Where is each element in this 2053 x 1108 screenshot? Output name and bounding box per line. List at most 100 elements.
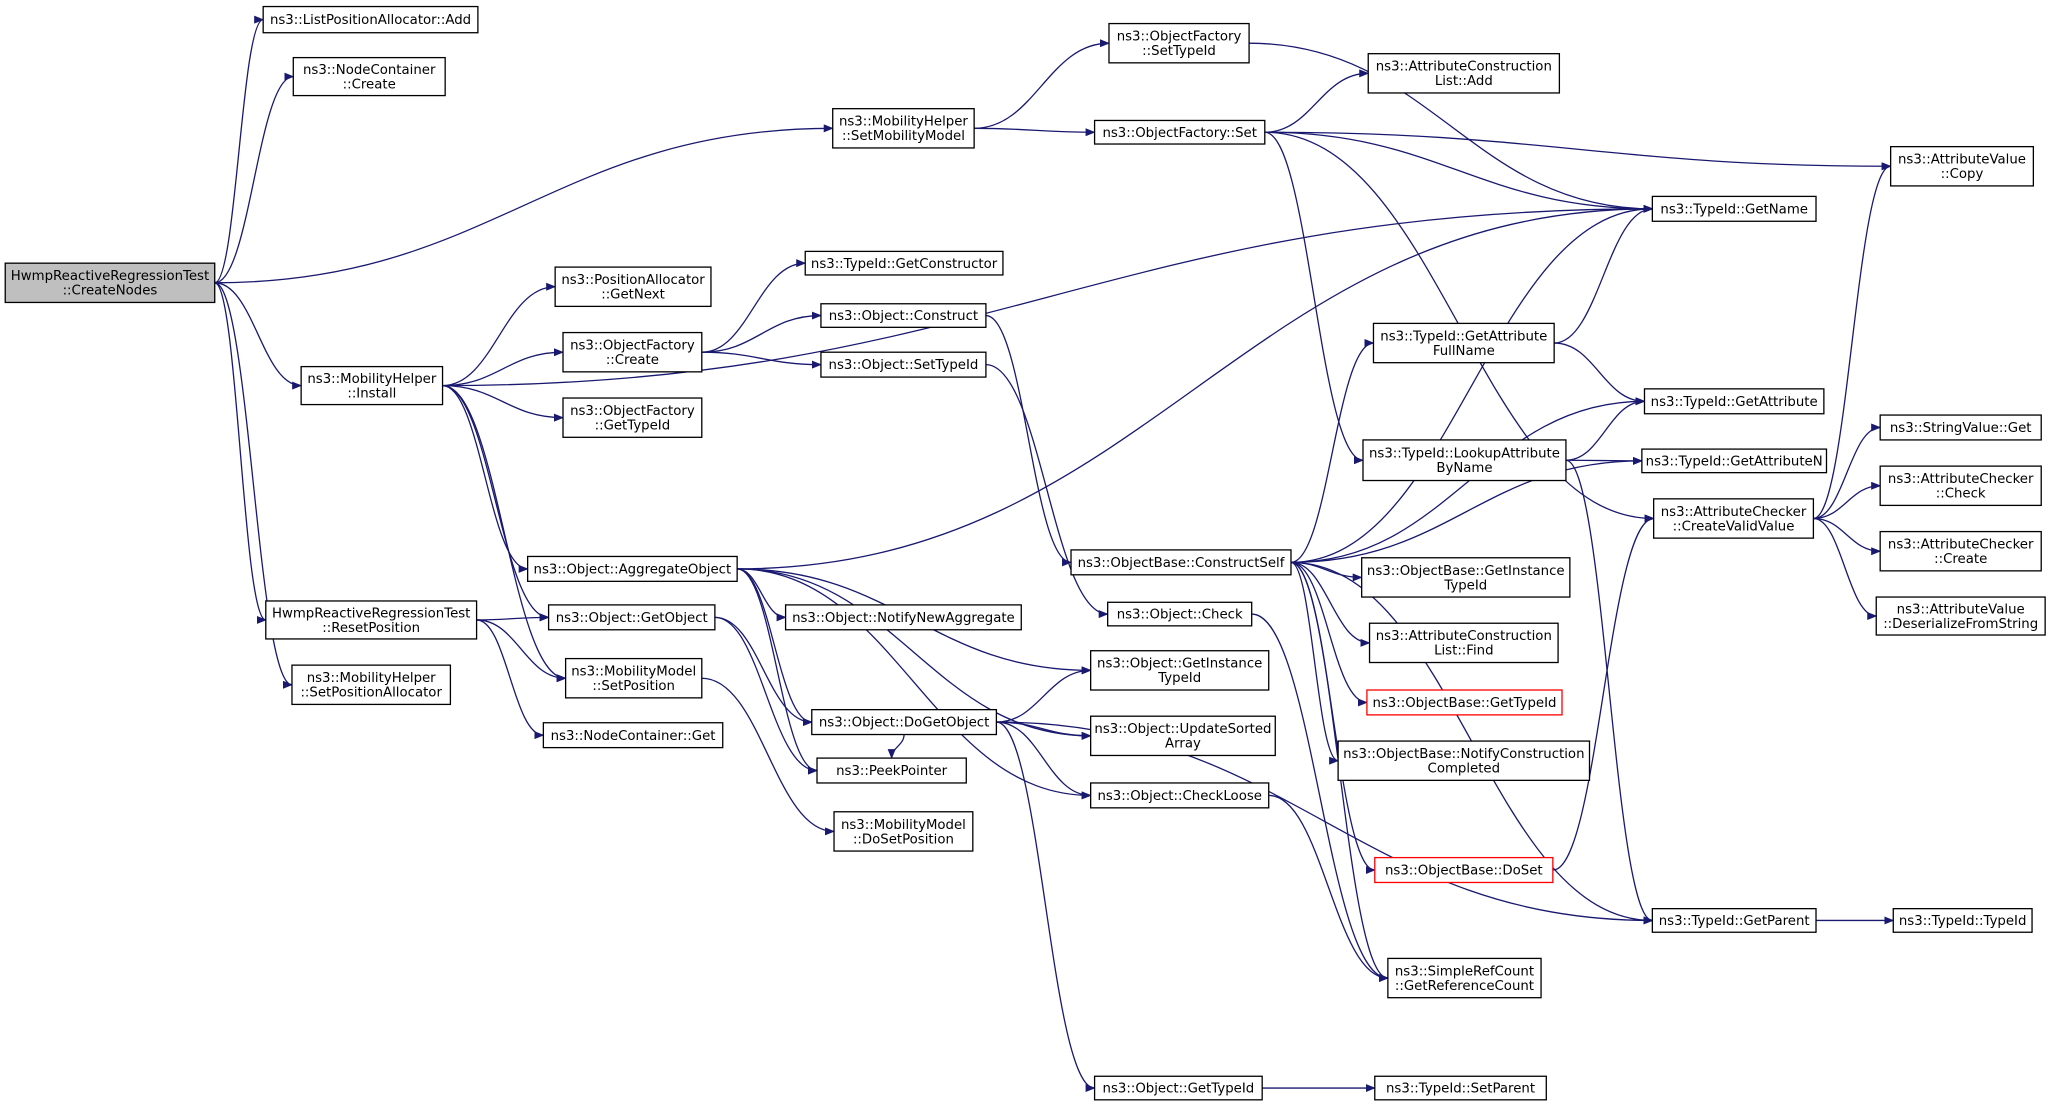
node-tid_typeid[interactable]: ns3::TypeId::TypeId xyxy=(1892,908,2033,933)
node-box[interactable] xyxy=(1879,530,2042,572)
node-box[interactable] xyxy=(1366,689,1563,716)
node-av_deser[interactable]: ns3::AttributeValue::DeserializeFromStri… xyxy=(1875,596,2046,636)
node-tid_getattrn[interactable]: ns3::TypeId::GetAttributeN xyxy=(1641,448,1828,474)
node-sv_get[interactable]: ns3::StringValue::Get xyxy=(1879,414,2042,441)
node-box[interactable] xyxy=(1374,1075,1547,1101)
node-nc_create[interactable]: ns3::NodeContainer::Create xyxy=(292,56,446,97)
node-box[interactable] xyxy=(1374,856,1554,884)
node-tid_getattr[interactable]: ns3::TypeId::GetAttribute xyxy=(1643,388,1825,415)
node-box[interactable] xyxy=(291,664,452,706)
node-box[interactable] xyxy=(1070,549,1292,576)
node-obj_notifyagg[interactable]: ns3::Object::NotifyNewAggregate xyxy=(784,604,1022,631)
node-av_copy[interactable]: ns3::AttributeValue::Copy xyxy=(1889,145,2035,187)
node-tid_getctor[interactable]: ns3::TypeId::GetConstructor xyxy=(804,250,1004,276)
node-box[interactable] xyxy=(1361,557,1571,598)
node-box[interactable] xyxy=(1372,322,1555,364)
node-box[interactable] xyxy=(1362,439,1567,482)
node-src_getrefcount[interactable]: ns3::SimpleRefCount::GetReferenceCount xyxy=(1387,957,1542,999)
node-box[interactable] xyxy=(816,757,967,784)
node-ac_check[interactable]: ns3::AttributeChecker::Check xyxy=(1879,465,2042,507)
node-hrrt_reset[interactable]: HwmpReactiveRegressionTest::ResetPositio… xyxy=(265,600,478,640)
node-ac_cvv[interactable]: ns3::AttributeChecker::CreateValidValue xyxy=(1653,498,1815,539)
node-tid_setparent[interactable]: ns3::TypeId::SetParent xyxy=(1374,1075,1547,1101)
node-obj_gettypeid[interactable]: ns3::Object::GetTypeId xyxy=(1093,1075,1263,1101)
node-ob_doset[interactable]: ns3::ObjectBase::DoSet xyxy=(1374,856,1554,884)
node-box[interactable] xyxy=(832,108,975,149)
node-box[interactable] xyxy=(1651,195,1817,222)
node-box[interactable] xyxy=(1641,448,1828,474)
node-box[interactable] xyxy=(4,262,216,304)
node-box[interactable] xyxy=(1090,782,1270,809)
node-box[interactable] xyxy=(1879,465,2042,507)
node-box[interactable] xyxy=(1892,908,2033,933)
node-mm_dosetpos[interactable]: ns3::MobilityModel::DoSetPosition xyxy=(833,811,974,852)
node-box[interactable] xyxy=(1653,498,1815,539)
node-mh_setmob[interactable]: ns3::MobilityHelper::SetMobilityModel xyxy=(832,108,975,149)
node-box[interactable] xyxy=(527,555,738,582)
node-box[interactable] xyxy=(811,708,998,736)
node-box[interactable] xyxy=(265,600,478,640)
node-of_set[interactable]: ns3::ObjectFactory::Set xyxy=(1093,119,1266,145)
node-box[interactable] xyxy=(542,722,724,749)
node-obj_construct[interactable]: ns3::Object::Construct xyxy=(820,303,987,328)
node-obj_check[interactable]: ns3::Object::Check xyxy=(1107,601,1253,627)
node-box[interactable] xyxy=(1889,145,2035,187)
node-box[interactable] xyxy=(1879,414,2042,441)
node-box[interactable] xyxy=(300,365,444,406)
node-box[interactable] xyxy=(262,5,479,34)
node-box[interactable] xyxy=(1108,22,1250,64)
node-ob_gettypeid[interactable]: ns3::ObjectBase::GetTypeId xyxy=(1366,689,1563,716)
node-obj_aggregate[interactable]: ns3::Object::AggregateObject xyxy=(527,555,738,582)
node-box[interactable] xyxy=(1107,601,1253,627)
node-box[interactable] xyxy=(1367,53,1561,94)
node-box[interactable] xyxy=(1651,908,1817,933)
node-of_gettypeid[interactable]: ns3::ObjectFactory::GetTypeId xyxy=(562,397,703,438)
node-obj_getobject[interactable]: ns3::Object::GetObject xyxy=(547,604,716,631)
node-tid_getname[interactable]: ns3::TypeId::GetName xyxy=(1651,195,1817,222)
node-box[interactable] xyxy=(784,604,1022,631)
node-obj_settypeid[interactable]: ns3::Object::SetTypeId xyxy=(820,351,987,378)
node-box[interactable] xyxy=(564,657,703,699)
node-box[interactable] xyxy=(1368,622,1559,664)
node-box[interactable] xyxy=(804,250,1004,276)
node-box[interactable] xyxy=(1090,715,1276,757)
node-peekpointer[interactable]: ns3::PeekPointer xyxy=(816,757,967,784)
node-obj_dogetobject[interactable]: ns3::Object::DoGetObject xyxy=(811,708,998,736)
node-box[interactable] xyxy=(1387,957,1542,999)
node-box[interactable] xyxy=(820,303,987,328)
node-obj_checkloose[interactable]: ns3::Object::CheckLoose xyxy=(1090,782,1270,809)
node-box[interactable] xyxy=(1090,650,1270,691)
node-box[interactable] xyxy=(1337,740,1591,781)
node-mh_setpa[interactable]: ns3::MobilityHelper::SetPositionAllocato… xyxy=(291,664,452,706)
node-box[interactable] xyxy=(1093,119,1266,145)
node-box[interactable] xyxy=(1093,1075,1263,1101)
node-tid_getparent[interactable]: ns3::TypeId::GetParent xyxy=(1651,908,1817,933)
node-mh_install[interactable]: ns3::MobilityHelper::Install xyxy=(300,365,444,406)
node-box[interactable] xyxy=(547,604,716,631)
node-box[interactable] xyxy=(833,811,974,852)
node-of_create[interactable]: ns3::ObjectFactory::Create xyxy=(562,331,703,373)
node-nc_get[interactable]: ns3::NodeContainer::Get xyxy=(542,722,724,749)
node-box[interactable] xyxy=(292,56,446,97)
node-box[interactable] xyxy=(1643,388,1825,415)
node-box[interactable] xyxy=(554,266,712,308)
node-root[interactable]: HwmpReactiveRegressionTest::CreateNodes xyxy=(4,262,216,304)
node-ac_create[interactable]: ns3::AttributeChecker::Create xyxy=(1879,530,2042,572)
node-box[interactable] xyxy=(562,397,703,438)
node-ob_notifycc[interactable]: ns3::ObjectBase::NotifyConstructionCompl… xyxy=(1337,740,1591,781)
node-lpa_add[interactable]: ns3::ListPositionAllocator::Add xyxy=(262,5,479,34)
node-mm_setpos[interactable]: ns3::MobilityModel::SetPosition xyxy=(564,657,703,699)
node-of_settypeid[interactable]: ns3::ObjectFactory::SetTypeId xyxy=(1108,22,1250,64)
node-box[interactable] xyxy=(820,351,987,378)
node-ob_constructself[interactable]: ns3::ObjectBase::ConstructSelf xyxy=(1070,549,1292,576)
node-box[interactable] xyxy=(1875,596,2046,636)
node-pa_getnext[interactable]: ns3::PositionAllocator::GetNext xyxy=(554,266,712,308)
node-box[interactable] xyxy=(562,331,703,373)
